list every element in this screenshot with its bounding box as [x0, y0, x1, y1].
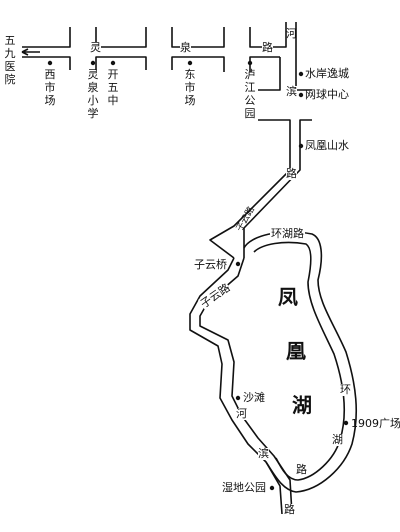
linquan-road-char-1: 灵	[90, 41, 101, 54]
kaiwu-middle-dot	[110, 60, 116, 66]
huanhu-east-char-3: 路	[296, 463, 307, 476]
ziyun-road-segment	[189, 245, 283, 515]
kaiwu-middle-label: 开五中	[107, 68, 119, 107]
fenghuang-shanshui-dot	[298, 143, 304, 149]
beach-dot	[235, 395, 241, 401]
hebin-road-char-3: 路	[286, 167, 297, 180]
hebin-road-char-1: 河	[286, 27, 297, 40]
ziyun-bridge-dot	[235, 261, 241, 267]
linquan-school-dot	[90, 60, 96, 66]
hospital-label: 五九医院	[4, 34, 16, 86]
huanhu-road-label: 环湖路	[270, 227, 305, 240]
west-market-dot	[47, 60, 53, 66]
linquan-road-south-edge	[22, 56, 280, 72]
hebin-road-east-edge	[243, 22, 312, 245]
east-market-dot	[187, 60, 193, 66]
tennis-center-dot	[298, 92, 304, 98]
hebin-south-char-2: 滨	[258, 447, 269, 460]
lujiang-park-label: 泸江公园	[244, 68, 256, 120]
wetland-park-dot	[269, 485, 275, 491]
fenghuang-shanshui-label: 凤凰山水	[305, 139, 349, 152]
linquan-road-north-edge	[22, 22, 287, 48]
huanhu-east-char-2: 湖	[332, 433, 343, 446]
east-market-label: 东市场	[184, 68, 196, 107]
linquan-road-char-3: 路	[262, 41, 273, 54]
hebin-south-char-1: 河	[236, 407, 247, 420]
ziyun-bridge-label: 子云桥	[194, 258, 227, 271]
huanhu-east-char-1: 环	[340, 383, 351, 396]
ring-road-inner	[253, 241, 346, 481]
beach-label: 沙滩	[243, 391, 265, 404]
west-arrow	[21, 48, 40, 56]
plaza-1909-dot	[343, 420, 349, 426]
shuian-yicheng-label: 水岸逸城	[305, 67, 349, 80]
hebin-road-char-2: 滨	[286, 85, 297, 98]
tennis-center-label: 网球中心	[305, 88, 349, 101]
west-market-label: 西市场	[44, 68, 56, 107]
shuian-yicheng-dot	[298, 71, 304, 77]
linquan-road-char-2: 泉	[180, 41, 191, 54]
lake-name-char-3: 湖	[292, 393, 312, 417]
hebin-road-west-edge	[209, 57, 291, 259]
hebin-south-char-3: 路	[284, 503, 295, 516]
ring-road-outer	[243, 231, 358, 493]
linquan-school-label: 灵泉小学	[87, 68, 99, 120]
plaza-1909-label: 1909广场	[351, 417, 400, 430]
lake-name-char-1: 凤	[278, 285, 298, 309]
lujiang-park-dot	[247, 60, 253, 66]
wetland-park-label: 湿地公园	[222, 481, 266, 494]
lake-name-char-2: 凰	[286, 339, 306, 363]
